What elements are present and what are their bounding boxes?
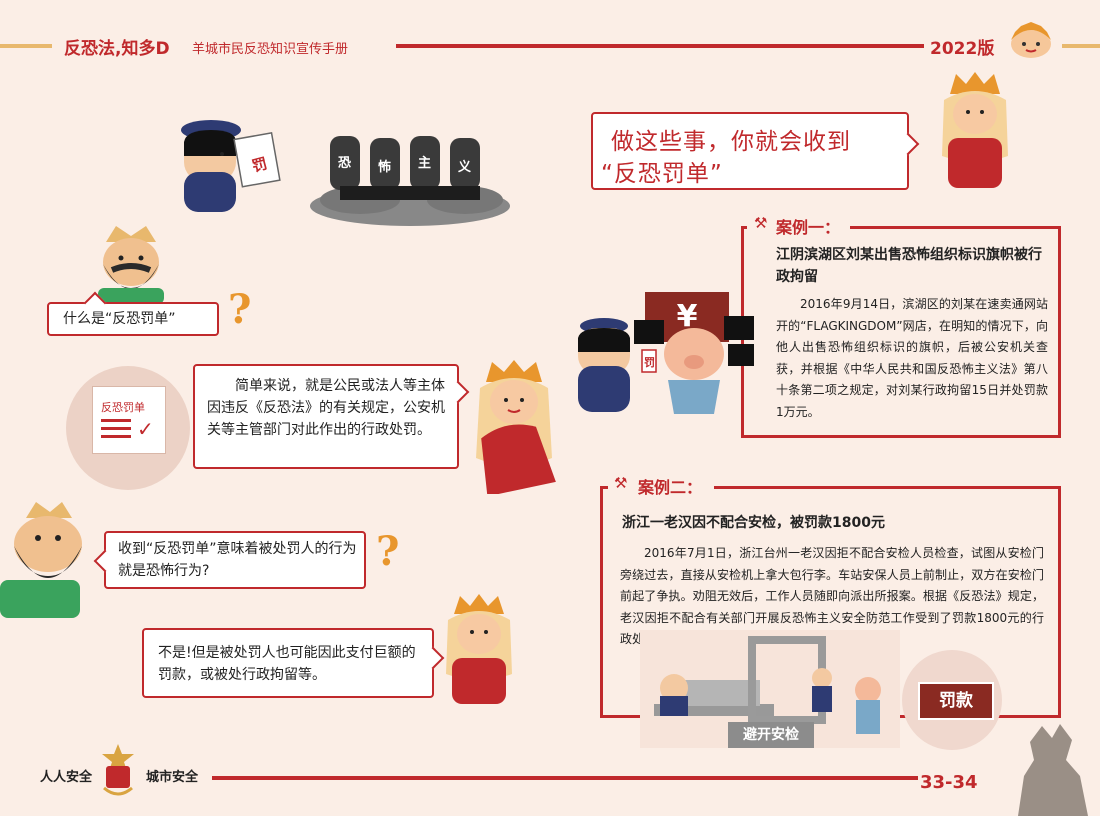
- footer-rule: [212, 776, 918, 780]
- question-mark-icon-2: ?: [376, 528, 400, 575]
- page-number: 33-34: [920, 772, 978, 793]
- header-rule: [396, 44, 924, 48]
- fine-sign: 罚款: [918, 682, 994, 720]
- case-1-label: 案例一：: [776, 218, 841, 237]
- case-2-hammer-icon: ⚒: [614, 474, 628, 492]
- question-text-1: 什么是“反恐罚单”: [63, 311, 176, 327]
- case-1-title: 江阴滨湖区刘某出售恐怖组织标识旗帜被行政拘留: [776, 247, 1042, 285]
- penalty-card-label: 反恐罚单: [101, 401, 145, 414]
- police-officer-figure: [181, 120, 281, 212]
- pig-sign-char: 罚: [644, 356, 655, 369]
- case-2-label: 案例二：: [638, 478, 703, 497]
- terror-char-4: 义: [458, 160, 472, 175]
- monk-head-icon: [1011, 22, 1051, 58]
- question-mark-icon: ?: [228, 286, 252, 333]
- terror-char-2: 怖: [378, 160, 392, 175]
- headline-line-2: “反恐罚单”: [601, 161, 723, 187]
- case-2-body: 2016年7月1日，浙江台州一老汉因拒不配合安检人员检查，试图从安检门旁绕过去，…: [620, 546, 1044, 646]
- penalty-card: 反恐罚单 ✓: [92, 386, 166, 454]
- headline-bubble: 做这些事，你就会收到 “反恐罚单”: [591, 112, 920, 190]
- answer-bubble-1: 简单来说，就是公民或法人等主体因违反《反恐法》的有关规定，公安机关等主管部门对此…: [193, 364, 470, 469]
- answer-text-2: 不是!但是被处罚人也可能因此支付巨额的罚款，或被处行政拘留等。: [158, 645, 416, 683]
- case-1-hammer-icon: ⚒: [754, 214, 768, 232]
- book-subtitle: 羊城市民反恐知识宣传手册: [192, 42, 349, 57]
- footer-left: 人人安全: [40, 770, 93, 785]
- headline-line-1: 做这些事，你就会收到: [611, 129, 851, 155]
- case-1-body: 2016年9月14日，滨湖区的刘某在速卖通网站开的“FLAGKINGDOM”网店…: [776, 297, 1048, 419]
- answer-text-1: 简单来说，就是公民或法人等主体因违反《反恐法》的有关规定，公安机关等主管部门对此…: [207, 378, 445, 438]
- footer-right: 城市安全: [146, 770, 199, 785]
- terror-char-3: 主: [418, 156, 432, 171]
- terrorist-group-figure: [310, 136, 510, 226]
- header-rule-right: [1062, 44, 1100, 48]
- header-rule-left: [0, 44, 52, 48]
- book-title: 反恐法,知多D: [64, 39, 170, 59]
- check-icon: ✓: [137, 417, 154, 441]
- answer-bubble-2: 不是!但是被处罚人也可能因此支付巨额的罚款，或被处行政拘留等。: [142, 628, 445, 698]
- terror-char-1: 恐: [338, 156, 352, 171]
- bearded-man-figure-2: [0, 502, 82, 618]
- question-text-2: 收到“反恐罚单”意味着被处罚人的行为就是恐怖行为?: [118, 541, 357, 579]
- pig-vendor-figure: [634, 316, 754, 414]
- police-officer-figure-2: [578, 318, 630, 412]
- monk-figure-2: [446, 594, 512, 704]
- case-2-title: 浙江一老汉因不配合安检，被罚款1800元: [622, 515, 885, 531]
- question-bubble-1: 什么是“反恐罚单”: [47, 291, 219, 336]
- question-bubble-2: 收到“反恐罚单”意味着被处罚人的行为就是恐怖行为?: [93, 531, 366, 589]
- statue-figure: [1018, 724, 1088, 816]
- bearded-man-figure: [98, 226, 164, 304]
- monk-figure-3: [942, 72, 1008, 188]
- edition-label: 2022版: [930, 39, 995, 59]
- police-emblem-icon: [102, 744, 134, 796]
- avoid-security-label: 避开安检: [728, 722, 814, 748]
- monk-figure: [476, 360, 556, 494]
